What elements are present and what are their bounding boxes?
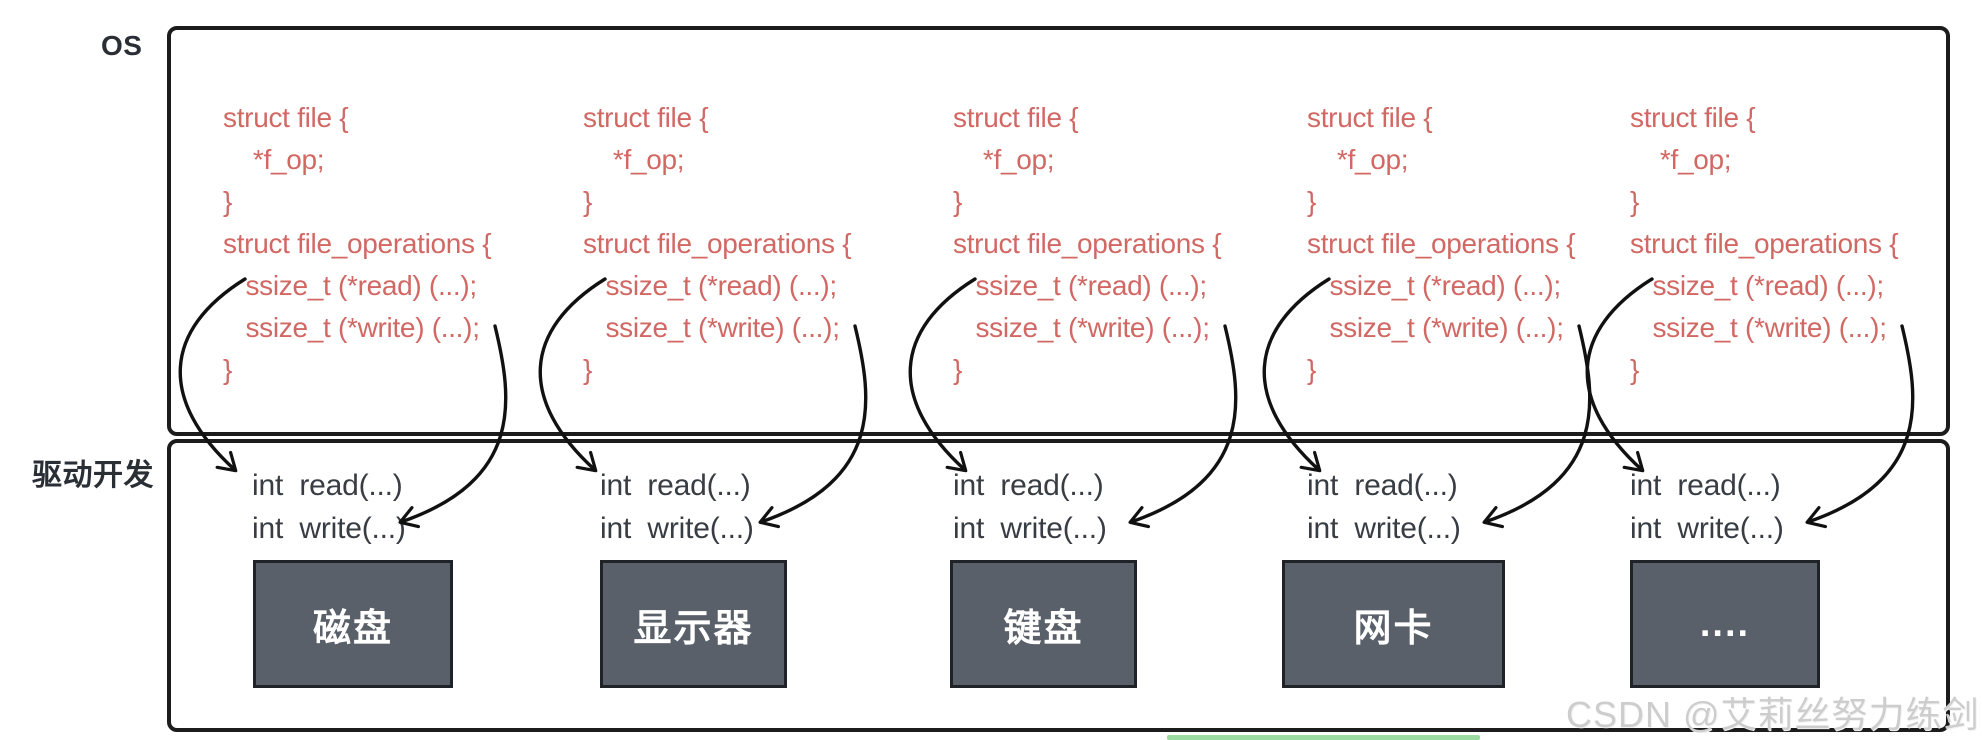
os-label: OS: [101, 30, 143, 61]
csdn-watermark: CSDN @艾莉丝努力练剑: [1566, 694, 1980, 735]
device-box-disk: 磁盘: [253, 560, 453, 688]
driver-dev-label: 驱动开发: [32, 459, 154, 492]
driver-funcs-col4: int read(...) int write(...): [1307, 469, 1461, 545]
driver-funcs-col1: int read(...) int write(...): [252, 469, 406, 545]
device-box-network-card: 网卡: [1282, 560, 1505, 688]
os-struct-code-col5: struct file { *f_op; } struct file_opera…: [1630, 102, 1899, 385]
device-box-display: 显示器: [600, 560, 787, 688]
driver-funcs-col3: int read(...) int write(...): [953, 469, 1107, 545]
os-struct-code-col4: struct file { *f_op; } struct file_opera…: [1307, 102, 1576, 385]
os-struct-code-col2: struct file { *f_op; } struct file_opera…: [583, 102, 852, 385]
device-box-keyboard: 键盘: [950, 560, 1137, 688]
driver-funcs-col5: int read(...) int write(...): [1630, 469, 1784, 545]
device-box-other: ....: [1630, 560, 1820, 688]
os-struct-code-col1: struct file { *f_op; } struct file_opera…: [223, 102, 492, 385]
green-highlight-bar: [1167, 735, 1480, 740]
os-struct-code-col3: struct file { *f_op; } struct file_opera…: [953, 102, 1222, 385]
driver-funcs-col2: int read(...) int write(...): [600, 469, 754, 545]
driver-layer-box: [167, 439, 1950, 732]
os-layer-box: [167, 26, 1950, 436]
